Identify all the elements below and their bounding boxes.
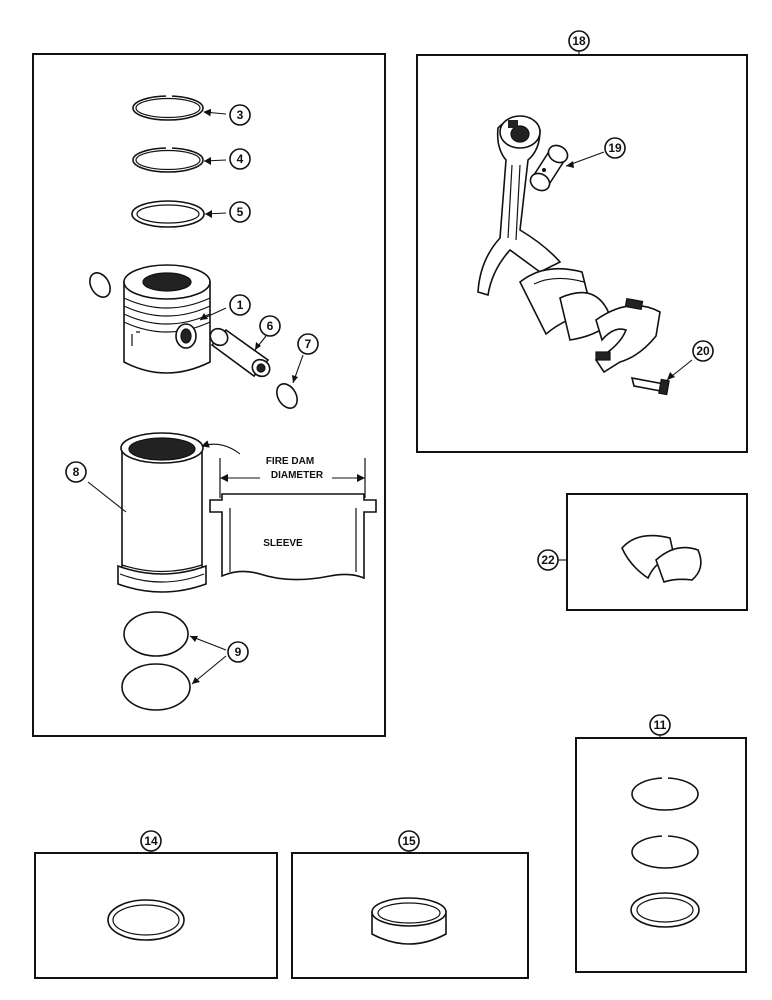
fire-dam-label: FIRE DAM xyxy=(266,456,314,467)
svg-text:19: 19 xyxy=(608,141,622,155)
callout-11: 11 xyxy=(649,714,671,736)
svg-text:3: 3 xyxy=(237,108,244,122)
o-ring-upper xyxy=(123,611,189,657)
svg-text:9: 9 xyxy=(235,645,242,659)
piston xyxy=(123,264,211,374)
rod-bearing-halves xyxy=(518,267,613,341)
snap-ring-left xyxy=(89,272,111,298)
ring-set xyxy=(630,776,700,928)
o-ring-lower xyxy=(121,663,191,711)
piston-ring-second xyxy=(132,146,204,173)
sleeve-label: SLEEVE xyxy=(263,538,303,549)
oil-control-ring xyxy=(131,200,205,228)
callout-5: 5 xyxy=(229,201,251,223)
callout-18: 18 xyxy=(568,30,590,52)
rod-bolt xyxy=(630,376,670,396)
svg-text:4: 4 xyxy=(237,152,244,166)
cylinder-sleeve xyxy=(117,432,207,593)
callout-19: 19 xyxy=(604,137,626,159)
callout-6: 6 xyxy=(259,315,281,337)
diameter-label: DIAMETER xyxy=(271,470,324,481)
svg-text:15: 15 xyxy=(402,834,416,848)
callout-9: 9 xyxy=(227,641,249,663)
rod-cap xyxy=(594,297,661,374)
svg-text:5: 5 xyxy=(237,205,244,219)
callout-4: 4 xyxy=(229,148,251,170)
svg-text:22: 22 xyxy=(541,553,555,567)
sleeve-cross-section: FIRE DAM DIAMETER SLEEVE xyxy=(209,456,377,581)
piston-ring-top xyxy=(132,94,204,121)
snap-ring-right xyxy=(276,383,298,409)
short-sleeve xyxy=(371,897,447,945)
svg-text:18: 18 xyxy=(572,34,586,48)
callout-22: 22 xyxy=(537,549,559,571)
svg-text:6: 6 xyxy=(267,319,274,333)
svg-text:20: 20 xyxy=(696,344,710,358)
callout-20: 20 xyxy=(692,340,714,362)
piston-kit-panel xyxy=(32,53,386,737)
callout-1: 1 xyxy=(229,294,251,316)
svg-text:7: 7 xyxy=(305,337,312,351)
single-ring xyxy=(107,899,185,941)
callout-15: 15 xyxy=(398,830,420,852)
callout-8: 8 xyxy=(65,461,87,483)
connecting-rod-panel xyxy=(416,54,748,453)
piston-pin xyxy=(209,327,271,378)
callout-3: 3 xyxy=(229,104,251,126)
svg-text:1: 1 xyxy=(237,298,244,312)
svg-text:14: 14 xyxy=(144,834,158,848)
callout-7: 7 xyxy=(297,333,319,355)
svg-text:11: 11 xyxy=(654,718,667,732)
svg-text:8: 8 xyxy=(73,465,80,479)
bearing-shells xyxy=(621,534,702,584)
piston-pin-bushing xyxy=(529,144,569,192)
callout-14: 14 xyxy=(140,830,162,852)
